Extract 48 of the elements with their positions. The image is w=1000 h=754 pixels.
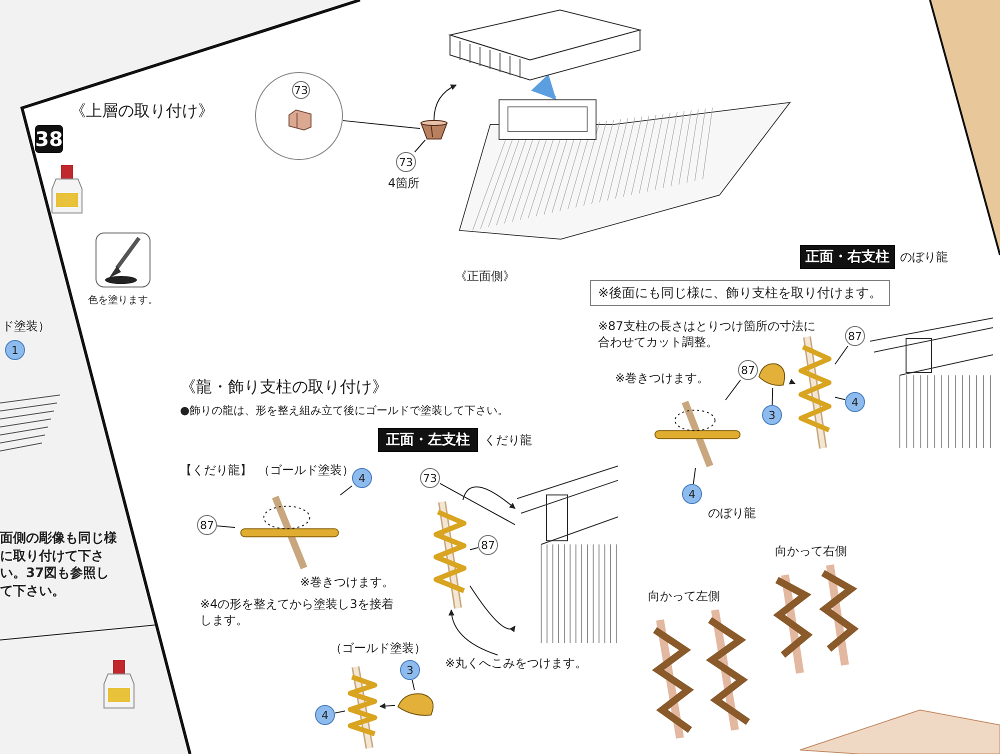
caption: （ゴールド塗装）: [330, 640, 427, 656]
leader-line: [725, 380, 741, 400]
instruction-text: ●飾りの龍は、形を整え組み立て後にゴールドで塗装して下さい。: [180, 404, 510, 419]
note-text: ※巻きつけます。: [300, 574, 396, 590]
caption: 色を塗ります。: [88, 294, 159, 308]
note-text: ※87支柱の長さはとりつけ箇所の寸法に合わせてカット調整。: [598, 318, 816, 350]
section-title: 《龍・飾り支柱の取り付け》: [180, 376, 389, 398]
note-text: ※4の形を整えてから塗装し3を接着します。: [200, 596, 394, 628]
section-tag: 正面・左支柱: [378, 428, 478, 452]
arrow: [470, 585, 516, 632]
arrow: [788, 378, 796, 384]
arrow: [462, 486, 516, 510]
caption: 向かって右側: [775, 543, 848, 560]
arrow: [434, 84, 457, 120]
caption: 向かって左側: [648, 588, 721, 604]
caption: のぼり龍: [708, 505, 757, 522]
leader-line: [772, 388, 774, 406]
leader-line: [440, 483, 516, 526]
leader-line: [412, 680, 415, 690]
arrow: [379, 703, 396, 710]
leader-line: [834, 396, 846, 400]
section-tag: 正面・右支柱: [800, 245, 895, 269]
caption: （ゴールド塗装）: [258, 462, 354, 478]
leader-line: [340, 485, 352, 496]
instruction-text: 面側の彫像も同じ様に取り付けて下さい。37図も参照して下さい。: [0, 530, 118, 600]
leader-line: [470, 547, 478, 550]
arrow: [448, 609, 498, 656]
quantity-label: 4箇所: [388, 175, 420, 192]
leader-line: [414, 140, 426, 152]
small-part-drawing: [420, 120, 448, 140]
leader-line: [834, 346, 848, 365]
step-number-badge: 38: [35, 125, 63, 153]
note-text: ※巻きつけます。: [615, 370, 710, 386]
dragon-type-label: のぼり龍: [900, 249, 948, 266]
note-text: ※丸くへこみをつけます。: [445, 655, 605, 673]
caption: ド塗装）: [2, 318, 51, 334]
section-title: 《上層の取り付け》: [70, 100, 215, 122]
callout-number: 73: [292, 81, 310, 99]
leader-line: [216, 525, 236, 528]
arrow: [531, 74, 556, 100]
leader-line: [342, 120, 420, 130]
note-box: ※後面にも同じ様に、飾り支柱を取り付けます。: [590, 280, 890, 306]
leader-line: [334, 710, 346, 714]
wound-pillar-drawing: [345, 665, 380, 750]
view-label: 《正面側》: [455, 268, 515, 285]
leader-line: [692, 468, 696, 484]
caption: 【くだり龍】: [180, 462, 253, 478]
dragon-type-label: くだり龍: [484, 432, 532, 449]
